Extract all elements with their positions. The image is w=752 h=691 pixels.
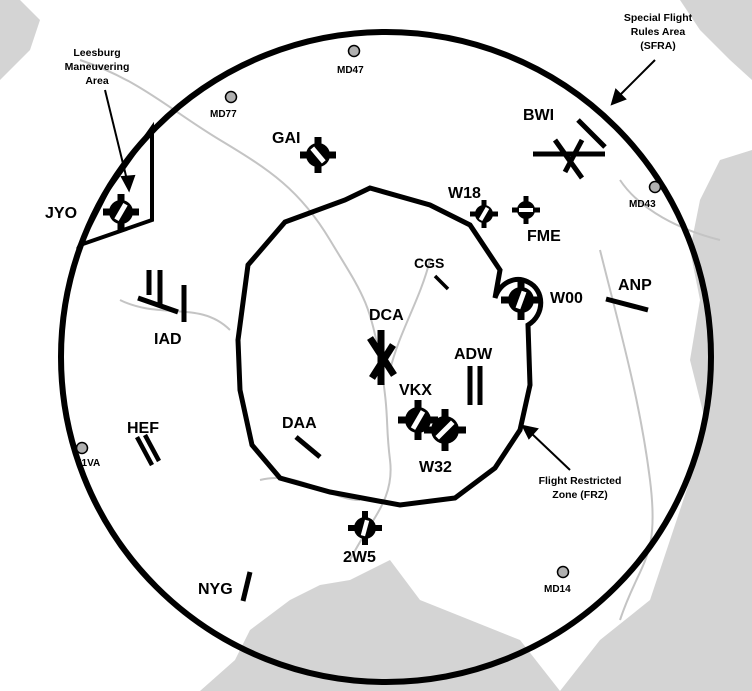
label-fme: FME	[527, 228, 561, 245]
adw-runways	[467, 366, 483, 405]
small-airport-markers	[75, 44, 662, 579]
w32-symbol	[424, 409, 466, 451]
cgs-runway	[433, 274, 450, 291]
potomac-lower	[200, 560, 560, 691]
runway-symbols	[135, 118, 649, 602]
md14-marker	[556, 565, 570, 579]
leesburg-note-line-3: Area	[85, 75, 109, 87]
dca-runways	[367, 330, 397, 385]
label-w00: W00	[550, 290, 583, 307]
md47-marker	[347, 44, 361, 58]
label-gai: GAI	[272, 130, 300, 147]
severn-river	[619, 179, 721, 241]
label-md43: MD43	[629, 199, 656, 210]
label-iad: IAD	[154, 331, 182, 348]
airport-labels: BWI GAI JYO W18 FME CGS W00 ANP IAD DCA …	[45, 107, 652, 598]
sfra-boundary	[58, 29, 714, 685]
annotation-arrows	[104, 59, 656, 471]
small-airport-labels: MD47 MD77 MD43 MD14 51VA	[76, 65, 656, 595]
fme-symbol	[512, 196, 540, 224]
label-md77: MD77	[210, 109, 237, 120]
creek-1	[119, 299, 231, 331]
west-shore-patch	[0, 0, 40, 80]
label-bwi: BWI	[523, 107, 554, 124]
frz-note-line-2: Zone (FRZ)	[552, 489, 607, 501]
sfra-arrow-line	[616, 59, 656, 99]
annotation-labels: Special Flight Rules Area (SFRA) Leesbur…	[65, 12, 693, 501]
label-jyo: JYO	[45, 205, 77, 222]
nyg-runway	[240, 571, 253, 602]
anp-runway	[605, 296, 649, 313]
leesburg-note-line-1: Leesburg	[73, 47, 120, 59]
leesburg-arrow-line	[104, 89, 128, 181]
leesburg-arrow-head	[120, 174, 136, 193]
label-vkx: VKX	[399, 382, 432, 399]
hef-runways	[135, 433, 161, 467]
potomac-river	[79, 59, 392, 561]
sfra-note-line-2: Rules Area	[631, 26, 686, 38]
51va-marker	[75, 441, 89, 455]
label-dca: DCA	[369, 307, 404, 324]
md43-marker	[648, 180, 662, 194]
w00-symbol	[501, 280, 541, 320]
label-cgs: CGS	[414, 255, 444, 271]
label-hef: HEF	[127, 420, 159, 437]
label-daa: DAA	[282, 415, 317, 432]
iad-runways	[137, 270, 187, 322]
label-adw: ADW	[454, 346, 493, 363]
jyo-symbol	[103, 194, 139, 230]
label-md47: MD47	[337, 65, 364, 76]
frz-arrow-line	[529, 431, 571, 471]
label-2w5: 2W5	[343, 549, 376, 566]
frz-arrow-head	[521, 424, 539, 440]
leesburg-note-line-2: Maneuvering	[65, 61, 130, 73]
label-w18: W18	[448, 185, 481, 202]
frz-note-line-1: Flight Restricted	[539, 475, 622, 487]
patuxent-river	[599, 249, 654, 621]
label-51va: 51VA	[76, 458, 100, 469]
label-nyg: NYG	[198, 581, 233, 598]
anacostia-river	[389, 259, 431, 371]
md77-marker	[224, 90, 238, 104]
label-anp: ANP	[618, 277, 652, 294]
sfra-note-line-3: (SFRA)	[640, 40, 676, 52]
sfra-arrow-head	[610, 88, 627, 106]
sfra-note-line-1: Special Flight	[624, 12, 693, 24]
2w5-symbol	[348, 511, 382, 545]
airport-symbols	[103, 137, 541, 545]
daa-runway	[294, 435, 322, 459]
w18-symbol	[470, 200, 498, 228]
eastern-shore	[680, 0, 752, 80]
gai-symbol	[300, 137, 336, 173]
label-md14: MD14	[544, 584, 571, 595]
label-w32: W32	[419, 459, 452, 476]
leesburg-maneuvering-area	[75, 121, 154, 249]
bwi-runways	[533, 118, 607, 180]
